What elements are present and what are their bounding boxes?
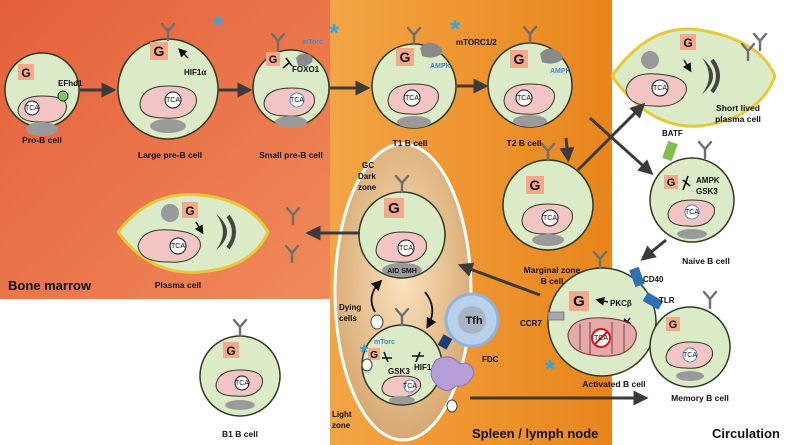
svg-text:TCA: TCA <box>25 105 39 112</box>
svg-text:zone: zone <box>332 421 351 430</box>
fdc-cell <box>430 356 475 391</box>
small-pre-b-cell: mTorc G FOXO1 TCA <box>252 32 330 128</box>
svg-text:Tfh: Tfh <box>465 315 482 327</box>
svg-text:Spleen / lymph node: Spleen / lymph node <box>472 426 598 441</box>
svg-text:BATF: BATF <box>662 129 683 138</box>
svg-text:Circulation: Circulation <box>712 426 780 441</box>
svg-text:Plasma cell: Plasma cell <box>155 280 201 290</box>
svg-text:Light: Light <box>332 410 352 419</box>
svg-text:Memory B cell: Memory B cell <box>671 393 729 403</box>
svg-text:FOXO1: FOXO1 <box>292 65 320 74</box>
svg-text:GSK3: GSK3 <box>388 367 410 376</box>
svg-text:*: * <box>213 10 224 40</box>
svg-text:GSK3: GSK3 <box>696 187 718 196</box>
svg-text:AID SMH: AID SMH <box>387 268 417 275</box>
svg-text:GC: GC <box>362 161 374 170</box>
activated-b-cell: G PKCβ TCA <box>547 250 664 377</box>
svg-text:G: G <box>667 177 676 189</box>
short-lived-plasma-cell: G TCA <box>610 27 777 128</box>
large-pre-b-cell: G HIF1α TCA <box>117 22 219 140</box>
marginal-zone-b-cell: G TCA <box>502 142 594 251</box>
svg-text:cells: cells <box>339 314 357 323</box>
svg-text:G: G <box>226 344 235 358</box>
svg-text:plasma cell: plasma cell <box>715 114 761 124</box>
svg-text:TLR: TLR <box>659 296 675 305</box>
svg-text:*: * <box>450 14 461 44</box>
svg-text:PKCβ: PKCβ <box>610 299 632 308</box>
svg-text:TCA: TCA <box>517 95 531 102</box>
tfh-cell: Tfh <box>437 292 500 350</box>
plasma-cell: G TCA <box>116 192 270 274</box>
svg-text:Small pre-B cell: Small pre-B cell <box>259 150 323 160</box>
svg-text:G: G <box>388 200 400 217</box>
t1-b-cell: G AMPK TCA <box>371 26 457 129</box>
svg-text:EFhd1: EFhd1 <box>58 79 83 88</box>
svg-text:Dark: Dark <box>358 172 376 181</box>
svg-text:HIF1α: HIF1α <box>184 68 206 77</box>
svg-text:TCA: TCA <box>403 383 417 390</box>
svg-text:AMPK: AMPK <box>696 176 720 185</box>
svg-text:Marginal zone: Marginal zone <box>524 265 581 275</box>
svg-text:Pro-B cell: Pro-B cell <box>22 135 62 145</box>
gc-dark-zone-cell: G TCA AID SMH <box>358 174 446 279</box>
dying-cell <box>446 399 458 413</box>
svg-text:mTorc: mTorc <box>302 39 323 46</box>
svg-text:G: G <box>683 36 692 50</box>
svg-text:TCA: TCA <box>543 215 557 222</box>
svg-text:B cell: B cell <box>541 276 564 286</box>
svg-text:mTORC1/2: mTORC1/2 <box>456 38 497 47</box>
svg-text:G: G <box>400 49 411 65</box>
svg-text:G: G <box>669 319 678 331</box>
svg-text:AMPK: AMPK <box>550 68 571 75</box>
svg-text:T2 B cell: T2 B cell <box>507 138 542 148</box>
pro-b-cell: G TCA EFhd1 <box>4 52 83 136</box>
svg-text:G: G <box>514 51 525 67</box>
b1-b-cell: G TCA <box>199 318 281 417</box>
svg-text:B1 B cell: B1 B cell <box>222 429 258 439</box>
svg-text:G: G <box>185 204 194 218</box>
svg-text:G: G <box>530 177 541 193</box>
svg-text:HIF1α: HIF1α <box>414 363 436 372</box>
svg-text:G: G <box>154 43 165 59</box>
svg-text:CD40: CD40 <box>643 275 664 284</box>
svg-text:Naive B cell: Naive B cell <box>682 256 730 266</box>
svg-text:Short lived: Short lived <box>716 103 760 113</box>
t2-b-cell: G AMPK TCA <box>487 25 573 128</box>
svg-text:Large pre-B cell: Large pre-B cell <box>138 150 202 160</box>
naive-b-cell: BATF G AMPK GSK3 TCA <box>649 129 735 243</box>
svg-text:FDC: FDC <box>482 355 499 364</box>
svg-text:TCA: TCA <box>399 245 413 252</box>
svg-text:TCA: TCA <box>166 97 180 104</box>
arrows <box>80 78 667 406</box>
svg-text:TCA: TCA <box>171 243 185 250</box>
svg-text:G: G <box>370 350 378 361</box>
svg-text:TCA: TCA <box>653 85 667 92</box>
svg-text:TCA: TCA <box>683 352 697 359</box>
dying-cell <box>370 314 384 330</box>
svg-text:TCA: TCA <box>685 209 699 216</box>
svg-text:G: G <box>21 66 30 80</box>
dying-cell <box>361 358 373 372</box>
svg-text:CCR7: CCR7 <box>520 319 542 328</box>
svg-text:TCA: TCA <box>290 97 304 104</box>
svg-text:T1 B cell: T1 B cell <box>393 138 428 148</box>
svg-text:Activated B cell: Activated B cell <box>582 379 645 389</box>
svg-text:Bone marrow: Bone marrow <box>8 278 92 293</box>
svg-text:AMPK: AMPK <box>430 63 451 70</box>
svg-text:zone: zone <box>358 183 377 192</box>
svg-text:TCA: TCA <box>405 95 419 102</box>
svg-text:*: * <box>360 340 369 365</box>
svg-text:TCA: TCA <box>594 335 608 342</box>
svg-text:Dying: Dying <box>339 303 361 312</box>
memory-b-cell: G TCA <box>649 290 731 388</box>
svg-text:*: * <box>545 354 556 384</box>
svg-text:G: G <box>573 293 585 310</box>
svg-text:mTorc: mTorc <box>374 339 395 346</box>
svg-text:*: * <box>329 18 340 48</box>
svg-text:TCA: TCA <box>235 380 249 387</box>
svg-text:G: G <box>269 54 278 66</box>
